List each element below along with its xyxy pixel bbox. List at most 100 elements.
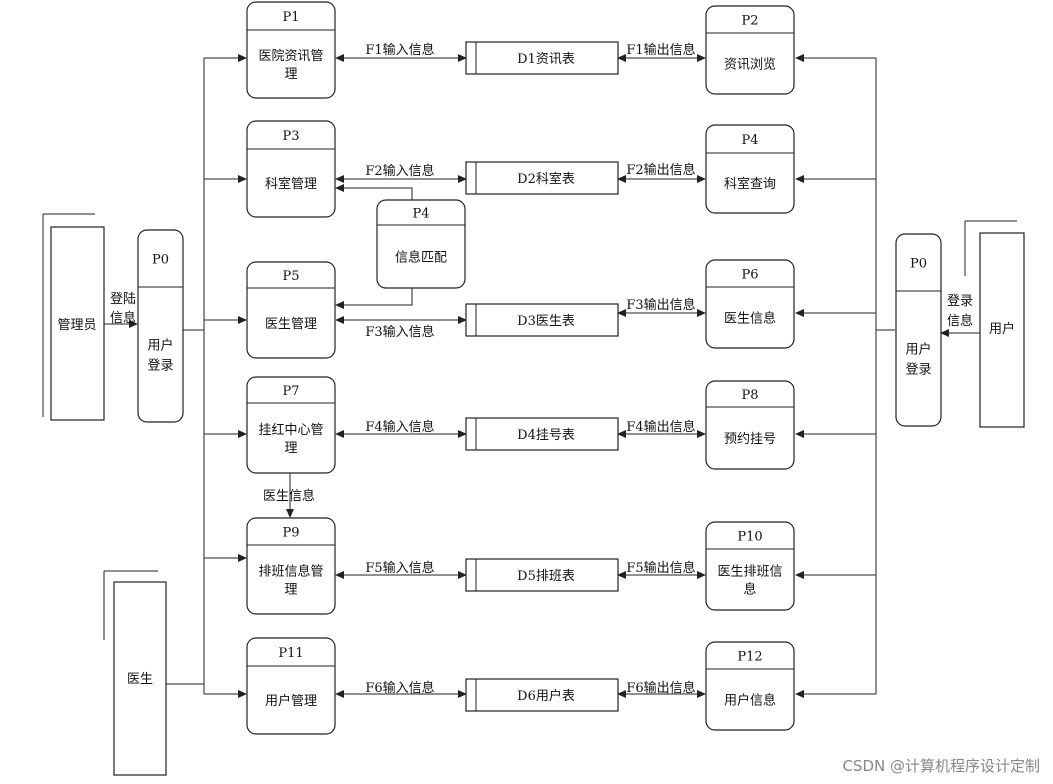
process-id: P10 (737, 530, 762, 545)
process-p4-right: P4 科室查询 (705, 124, 795, 214)
process-box (246, 120, 336, 218)
process-box (376, 199, 466, 289)
process-name-line: 用户 (905, 342, 931, 358)
flow-f5-input: F5输入信息 (365, 560, 434, 576)
process-name-line: 用户 (147, 338, 173, 354)
process-id: P4 (741, 133, 758, 148)
data-store-d5: D5排班表 (465, 558, 619, 592)
admin-login-label-line2: 信息 (110, 310, 136, 326)
process-name-line: 信息匹配 (395, 250, 447, 266)
process-id: P3 (282, 129, 299, 144)
process-name-line: 用户管理 (265, 693, 317, 709)
watermark: CSDN @计算机程序设计定制 (842, 757, 1040, 775)
process-id: P7 (282, 384, 299, 399)
flow-f4-input: F4输入信息 (365, 419, 434, 435)
data-store-d2: D2科室表 (465, 161, 619, 195)
data-store-label: D5排班表 (517, 569, 575, 584)
process-box (705, 521, 795, 611)
process-name-line: 医生排班信 (717, 565, 782, 580)
process-p12: P12 用户信息 (705, 641, 795, 731)
process-id: P9 (282, 526, 299, 541)
process-p4-mid: P4 信息匹配 (376, 199, 466, 289)
process-name-line: 资讯浏览 (724, 57, 776, 73)
flow-f3-output: F3输出信息 (626, 297, 695, 313)
process-id: P8 (741, 388, 758, 403)
process-name-line: 医生管理 (265, 317, 317, 332)
entity-user: 用户 (964, 220, 1025, 428)
process-id: P4 (412, 207, 429, 222)
process-name-line: 医院资讯管 (258, 49, 323, 64)
data-store-label: D3医生表 (517, 314, 575, 329)
process-p3: P3 科室管理 (246, 120, 336, 218)
data-store-d3: D3医生表 (465, 303, 619, 337)
flow-f2-output: F2输出信息 (626, 162, 695, 178)
admin-login-label-line1: 登陆 (110, 291, 136, 307)
entity-doctor: 医生 (103, 570, 167, 776)
process-name-line: 预约挂号 (724, 432, 776, 447)
data-store-label: D4挂号表 (517, 428, 575, 443)
process-id: P6 (741, 268, 758, 283)
data-store-d6: D6用户表 (465, 678, 619, 712)
process-name-line: 科室查询 (724, 176, 776, 192)
process-name-line: 理 (284, 441, 297, 456)
entity-user-label: 用户 (989, 321, 1015, 337)
process-name-line: 挂红中心管 (258, 422, 323, 438)
process-box (246, 517, 336, 615)
process-box (705, 259, 795, 349)
process-id: P1 (282, 10, 299, 25)
entity-admin-label: 管理员 (57, 318, 96, 333)
process-id: P12 (737, 650, 762, 665)
process-box (246, 1, 336, 99)
process-name-line: 用户信息 (724, 693, 776, 709)
flow-f3-input: F3输入信息 (365, 324, 434, 340)
process-name-line: 科室管理 (265, 176, 317, 192)
process-box (246, 261, 336, 359)
process-name-line: 理 (284, 67, 297, 82)
process-name-line: 登录 (905, 363, 931, 378)
admin-connectors (104, 54, 247, 698)
flow-f6-output: F6输出信息 (626, 680, 695, 696)
user-connectors (795, 54, 980, 698)
process-name-line: 医生信息 (724, 311, 776, 327)
process-name-line: 息 (743, 582, 756, 598)
flow-f1-input: F1输入信息 (365, 42, 434, 58)
process-id: P0 (152, 253, 169, 268)
flow-f2-input: F2输入信息 (365, 163, 434, 179)
process-p8: P8 预约挂号 (705, 380, 795, 470)
process-box (246, 376, 336, 474)
data-store-label: D1资讯表 (517, 52, 575, 67)
process-name-line: 理 (284, 583, 297, 598)
process-id: P0 (910, 257, 927, 272)
process-box (705, 5, 795, 95)
process-name-line: 登录 (147, 359, 173, 374)
flow-f4-output: F4输出信息 (626, 419, 695, 435)
doctor-info-flow-label: 医生信息 (263, 488, 315, 504)
entity-admin: 管理员 (42, 213, 105, 421)
flow-labels: F1输入信息 F1输出信息 F2输入信息 F2输出信息 F3输入信息 F3输出信… (110, 42, 973, 696)
process-box (246, 637, 336, 735)
process-box (895, 233, 942, 427)
process-p2: P2 资讯浏览 (705, 5, 795, 95)
data-store-label: D6用户表 (517, 688, 575, 704)
store-flows (286, 54, 706, 698)
process-id: P5 (282, 269, 299, 284)
flow-f5-output: F5输出信息 (626, 560, 695, 576)
process-box (705, 641, 795, 731)
process-name-line: 排班信息管 (258, 564, 323, 580)
process-id: P2 (741, 14, 758, 29)
data-store-d1: D1资讯表 (465, 41, 619, 75)
flow-f1-output: F1输出信息 (626, 42, 695, 58)
process-box (137, 229, 184, 423)
flow-f6-input: F6输入信息 (365, 680, 434, 696)
entity-doctor-label: 医生 (127, 672, 153, 687)
process-box (705, 124, 795, 214)
data-store-d4: D4挂号表 (465, 417, 619, 451)
process-p5: P5 医生管理 (246, 261, 336, 359)
